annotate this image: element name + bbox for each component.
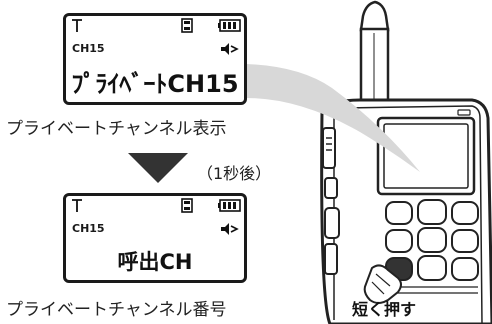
- caption-private-channel-number: プライベートチャンネル番号: [6, 300, 227, 320]
- channel-label: CH15: [72, 222, 105, 235]
- caption-private-channel-display: プライベートチャンネル表示: [6, 119, 227, 139]
- lcd-display-private-channel: CH15 ﾌﾟﾗｲﾍﾞｰﾄCH15: [63, 13, 247, 105]
- battery-icon: [218, 19, 241, 32]
- speaker-icon: [221, 223, 239, 235]
- antenna-icon: [72, 19, 82, 32]
- signal-icon: [181, 198, 193, 213]
- private-channel-name: ﾌﾟﾗｲﾍﾞｰﾄCH15: [71, 70, 239, 98]
- down-arrow-icon: [128, 153, 188, 183]
- battery-icon: [218, 199, 241, 212]
- radio-keypad: [385, 199, 479, 281]
- lcd-display-channel-number: CH15 呼出CH: [63, 193, 247, 283]
- signal-icon: [181, 18, 193, 33]
- call-channel-name: 呼出CH: [117, 250, 193, 274]
- channel-label: CH15: [72, 42, 105, 55]
- press-briefly-label: 短く押す: [352, 300, 417, 319]
- pointing-hand-icon: [363, 264, 402, 304]
- antenna-icon: [72, 199, 82, 212]
- delay-label: （1秒後）: [197, 164, 272, 183]
- speaker-icon: [221, 43, 239, 55]
- radio-body: [320, 98, 492, 324]
